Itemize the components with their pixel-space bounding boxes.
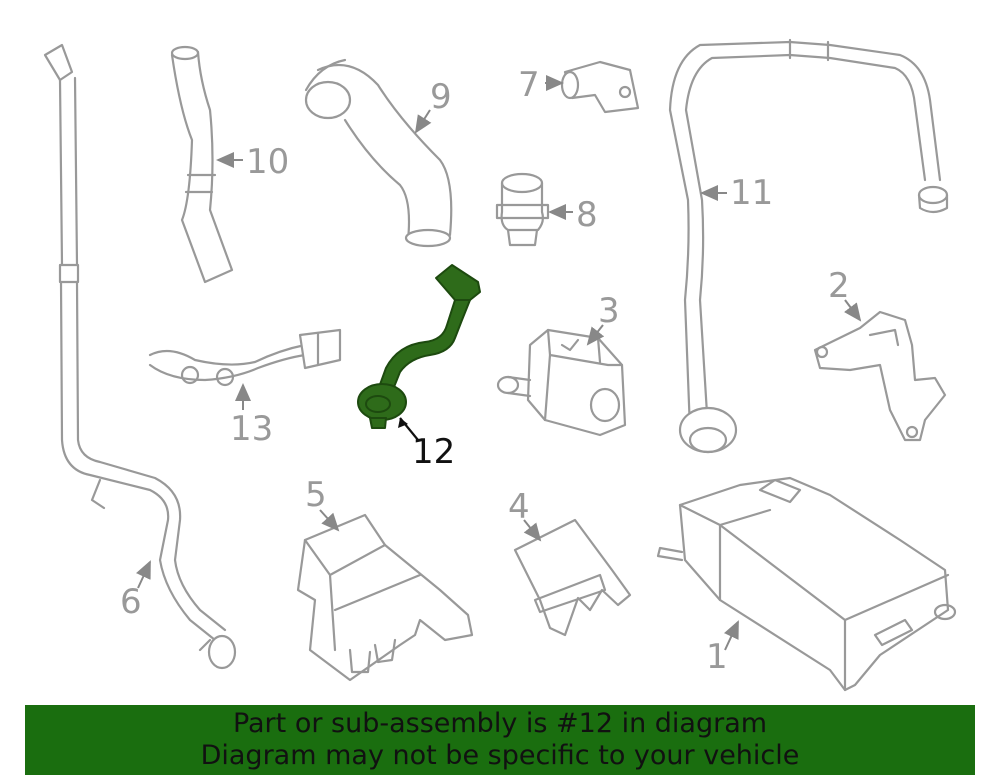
- part-2-bracket: [813, 310, 947, 442]
- info-banner: Part or sub-assembly is #12 in diagram D…: [25, 705, 975, 775]
- callout-5: 5: [305, 475, 327, 515]
- part-5-module: [296, 513, 474, 682]
- part-13-harness: [148, 328, 342, 387]
- part-10-hose: [170, 45, 234, 284]
- callout-8: 8: [576, 195, 598, 235]
- parts-diagram: 1 2 3 4 5 6 7 8 9 10 11 12 13: [43, 38, 957, 692]
- part-12-highlighted[interactable]: [357, 264, 481, 429]
- callout-10: 10: [246, 142, 289, 182]
- part-11-tube: [668, 38, 949, 454]
- banner-line-2: Diagram may not be specific to your vehi…: [200, 740, 800, 771]
- part-4-bracket: [513, 518, 632, 637]
- callout-13: 13: [230, 409, 273, 449]
- part-1-canister: [656, 476, 957, 692]
- callout-1: 1: [706, 637, 728, 677]
- part-7-fitting: [560, 60, 640, 114]
- leader-lines: [136, 75, 862, 651]
- part-9-hose: [304, 58, 453, 248]
- part-6-tube: [43, 43, 237, 670]
- callout-9: 9: [430, 77, 452, 117]
- banner-line-1: Part or sub-assembly is #12 in diagram: [232, 708, 768, 739]
- callout-2: 2: [828, 266, 850, 306]
- callout-4: 4: [508, 487, 530, 527]
- part-3-solenoid: [496, 328, 627, 437]
- callout-6: 6: [120, 582, 142, 622]
- callout-12: 12: [412, 432, 455, 472]
- callout-7: 7: [518, 65, 540, 105]
- callout-3: 3: [598, 291, 620, 331]
- part-8-valve: [495, 172, 550, 247]
- callout-11: 11: [730, 173, 773, 213]
